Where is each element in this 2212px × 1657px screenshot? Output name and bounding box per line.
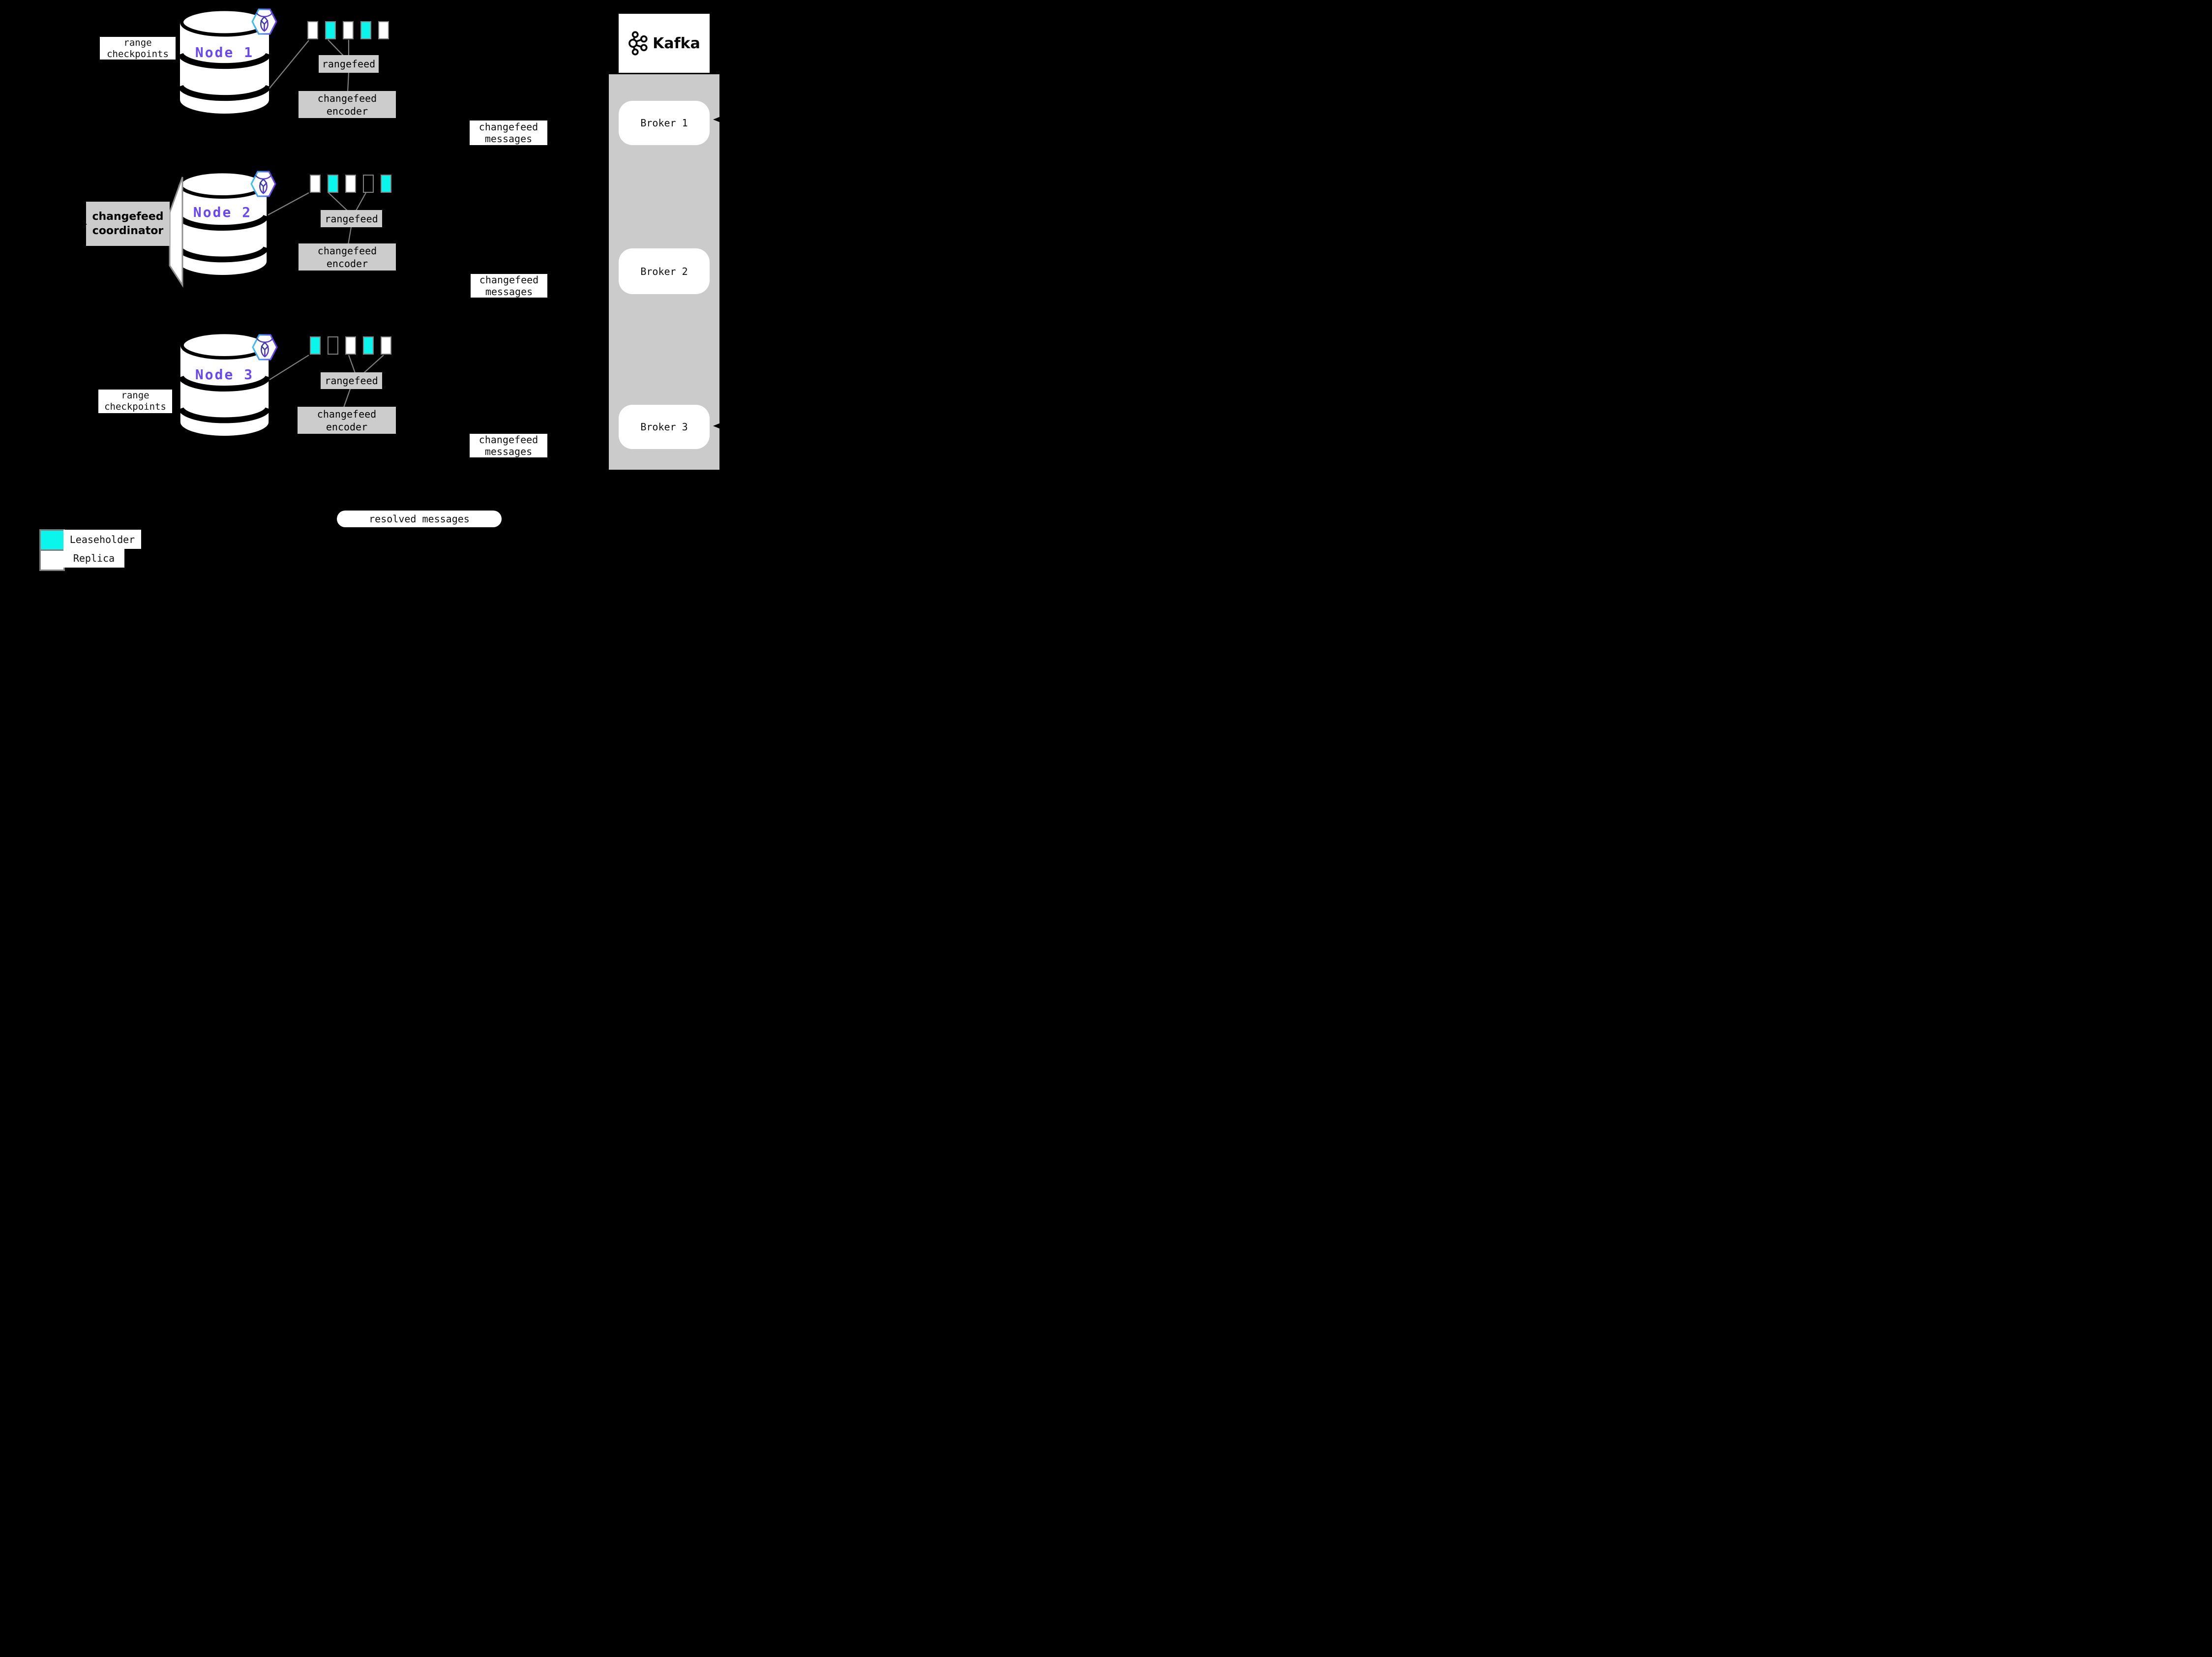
legend-label-leaseholder: Leaseholder (63, 530, 141, 549)
node-1-changefeed-encoder-box: changefeed encoder (299, 91, 396, 118)
broker-2-label: Broker 2 (640, 265, 688, 277)
range-square (363, 175, 374, 193)
node-1-database-cylinder (179, 7, 269, 115)
node-3-database-cylinder (179, 331, 269, 437)
range-square (328, 175, 338, 193)
legend-swatch-replica (39, 549, 65, 571)
node-3-label: Node 3 (195, 366, 254, 383)
range-square (345, 175, 356, 193)
coordinator-callout-flap (169, 177, 183, 288)
node-3-changefeed-messages-label: changefeed messages (470, 434, 547, 457)
node-2-database-cylinder (177, 170, 268, 276)
legend-label-replica: Replica (63, 549, 124, 568)
range-square (360, 21, 371, 39)
range-square (325, 21, 336, 39)
changefeed-coordinator-box: changefeed coordinator (86, 202, 170, 246)
node-3-rangefeed-box: rangefeed (321, 372, 382, 389)
kafka-title: Kafka (653, 34, 700, 52)
node-1-rangefeed-box: rangefeed (319, 55, 379, 73)
range-checkpoints-label-top: range checkpoints (100, 37, 176, 60)
cockroachdb-icon (251, 7, 278, 36)
broker-2: Broker 2 (619, 248, 710, 294)
range-square (381, 175, 391, 193)
broker-3-label: Broker 3 (640, 421, 688, 433)
node-2-label: Node 2 (193, 204, 252, 220)
range-square (378, 21, 389, 39)
range-square (328, 336, 338, 355)
kafka-header: Kafka (619, 14, 710, 73)
range-square (307, 21, 318, 39)
broker-1-label: Broker 1 (640, 117, 688, 129)
node-2-range-squares (310, 175, 391, 193)
range-square (310, 175, 321, 193)
broker-1: Broker 1 (619, 101, 710, 145)
range-square (345, 336, 356, 355)
node-1-label: Node 1 (195, 44, 254, 60)
broker-3: Broker 3 (619, 405, 710, 449)
range-checkpoints-label-bottom: range checkpoints (98, 390, 172, 413)
node-1-changefeed-messages-label: changefeed messages (470, 121, 547, 145)
range-square (381, 336, 391, 355)
node-1-range-squares (307, 21, 389, 39)
node-3-changefeed-encoder-box: changefeed encoder (298, 407, 396, 434)
legend-swatch-leaseholder (39, 529, 65, 551)
node-2-rangefeed-box: rangefeed (321, 210, 382, 227)
cockroachdb-icon (250, 169, 277, 199)
range-square (363, 336, 374, 355)
node-2-changefeed-encoder-box: changefeed encoder (299, 243, 396, 271)
changefeed-architecture-diagram: Kafka Broker 1 Broker 2 Broker 3 Node 1 (0, 0, 771, 577)
cockroachdb-icon (251, 332, 278, 362)
node-2-changefeed-messages-label: changefeed messages (471, 274, 547, 298)
resolved-messages-pill: resolved messages (337, 511, 502, 527)
range-square (343, 21, 354, 39)
range-square (310, 336, 321, 355)
node-3-range-squares (310, 336, 391, 355)
kafka-logo-icon (628, 29, 650, 58)
